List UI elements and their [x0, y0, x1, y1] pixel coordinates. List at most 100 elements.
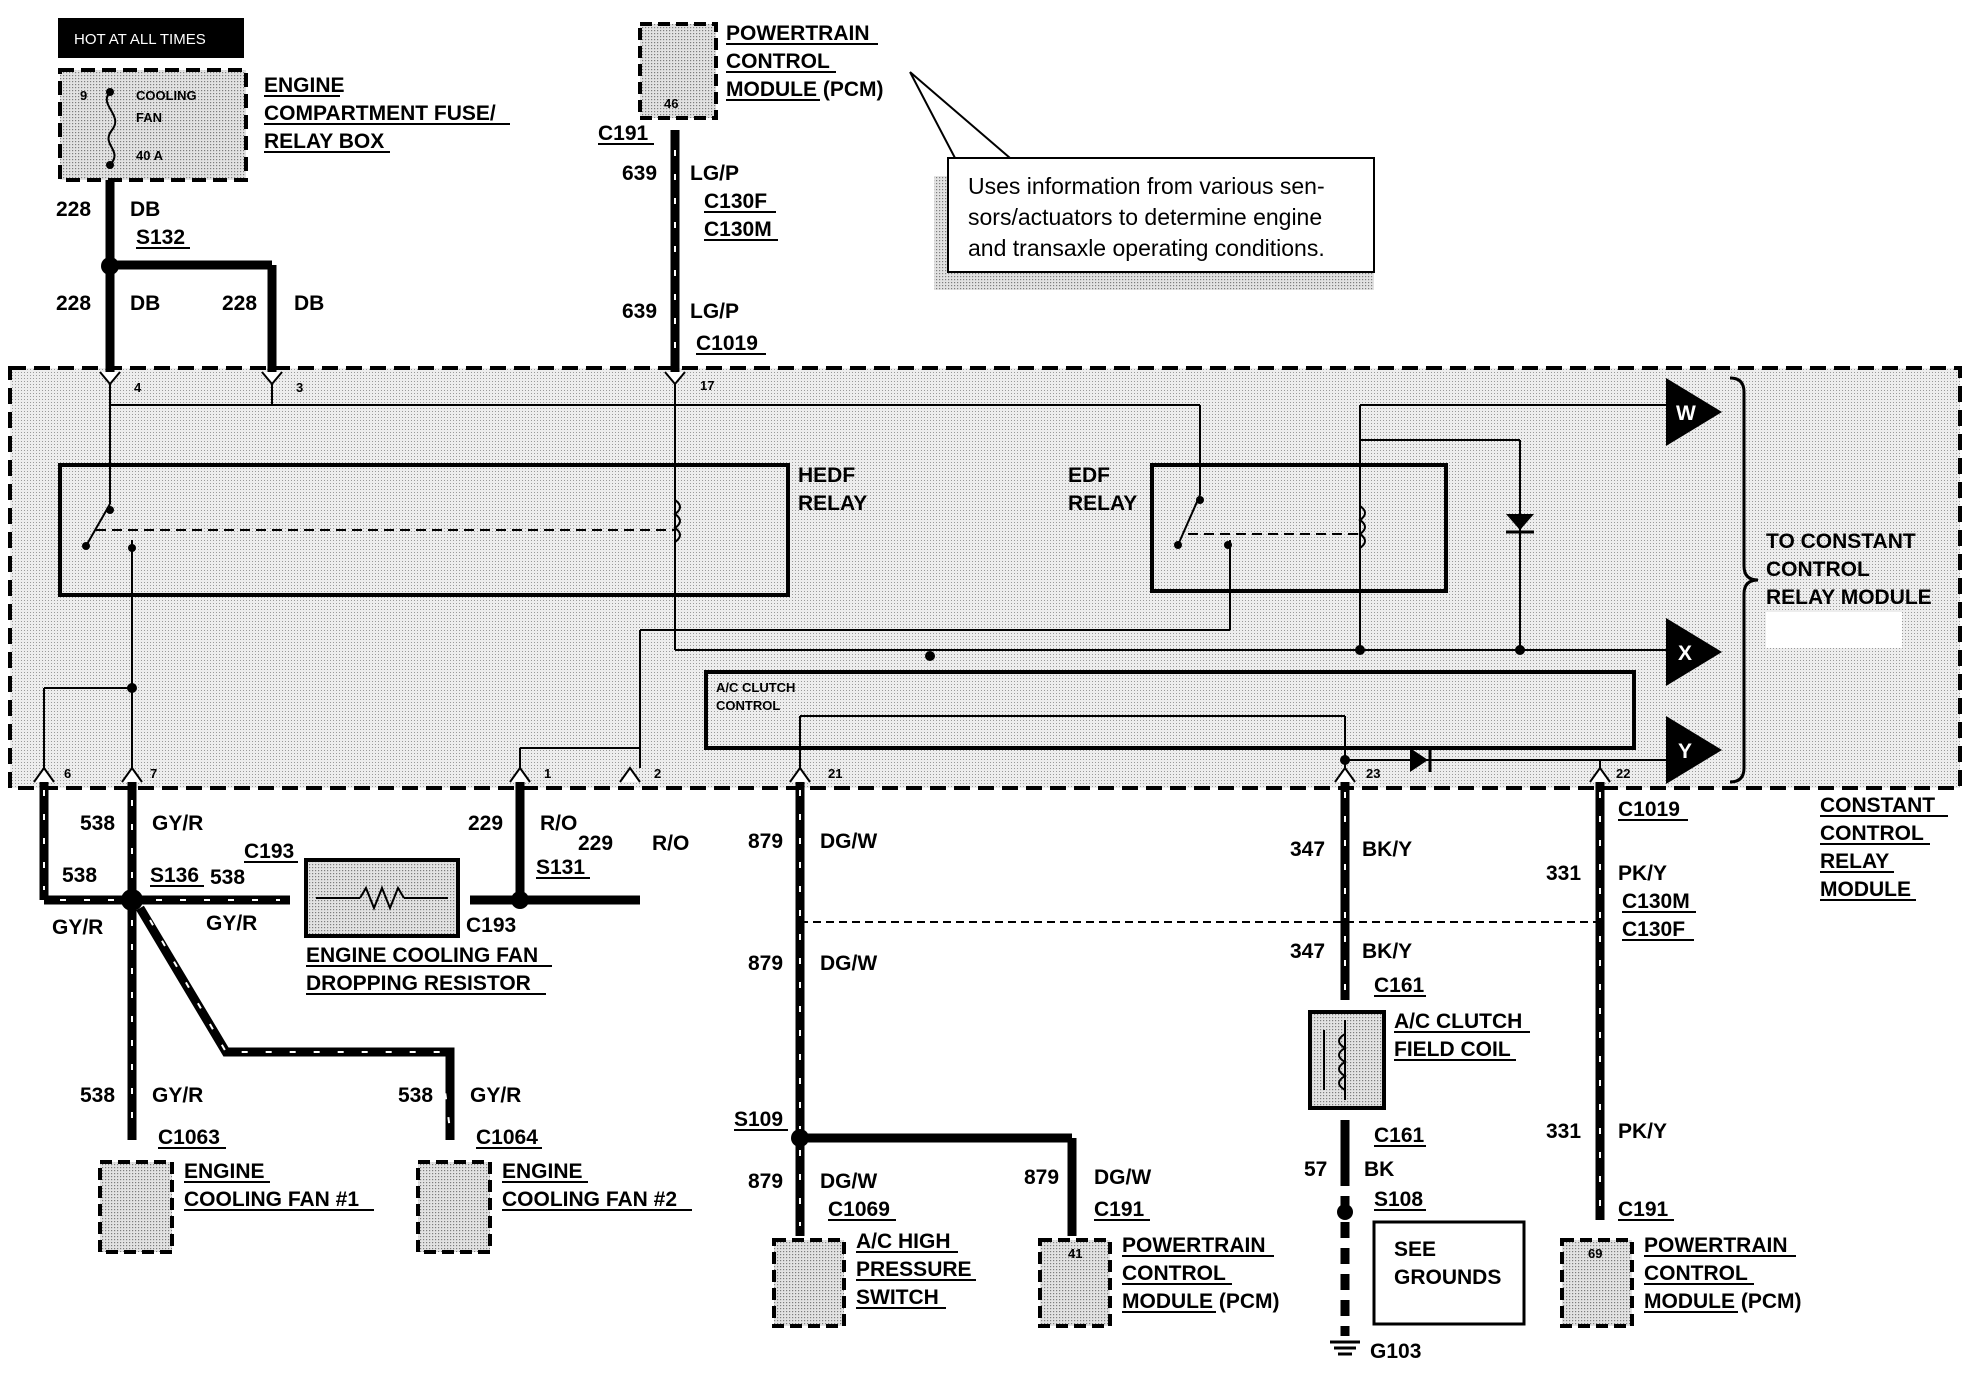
ccrm-bracket	[1729, 376, 1759, 784]
note-line-3: and transaxle operating conditions.	[968, 235, 1325, 261]
w879-b-num: 879	[748, 952, 783, 975]
hedf-label-1: HEDF	[798, 464, 855, 487]
ac-hp-label-2: PRESSURE	[856, 1258, 972, 1281]
w879-a-col: DG/W	[820, 830, 877, 853]
c161-b-label: C161	[1374, 1124, 1425, 1147]
note-pointer	[909, 71, 1013, 159]
see-grounds-label-2: GROUNDS	[1394, 1266, 1501, 1289]
c130f-right-label: C130F	[1622, 918, 1685, 941]
ccrm-label-2: CONTROL	[1820, 822, 1924, 845]
w347-a-num: 347	[1290, 838, 1325, 861]
s131-label: S131	[536, 856, 585, 879]
w228-c-num: 228	[222, 292, 257, 315]
ac-clutch-control-box	[704, 670, 1636, 750]
w538-b-num: 538	[62, 864, 97, 887]
w228-b-col: DB	[130, 292, 160, 315]
pin-4: 4	[134, 380, 142, 395]
hedf-relay-box	[58, 463, 790, 597]
w-label: W	[1676, 402, 1696, 425]
hedf-relay-switch	[85, 499, 681, 547]
pcm-top-box	[638, 22, 718, 120]
s131-splice	[511, 891, 529, 909]
field-coil-icon	[1323, 1020, 1347, 1100]
pin-7: 7	[150, 766, 157, 781]
fan1-label-2: COOLING FAN #1	[184, 1188, 359, 1211]
c130m-right-label: C130M	[1622, 890, 1690, 913]
w228-b-num: 228	[56, 292, 91, 315]
edf-relay-switch	[1177, 494, 1366, 549]
ac-field-coil-box	[1308, 1010, 1386, 1110]
fuse-box-label-1: ENGINE	[264, 74, 345, 97]
w331-b-col: PK/Y	[1618, 1120, 1667, 1143]
w879-a-num: 879	[748, 830, 783, 853]
c1063-label: C1063	[158, 1126, 220, 1149]
c191-pcm41-label: C191	[1094, 1198, 1145, 1221]
w538-a-col: GY/R	[152, 812, 203, 835]
pin-21: 21	[828, 766, 842, 781]
w538-e-num: 538	[398, 1084, 433, 1107]
fuse-number: 9	[80, 88, 87, 103]
w639-b-col: LG/P	[690, 300, 739, 323]
c1064-label: C1064	[476, 1126, 538, 1149]
pcm69-box	[1560, 1238, 1634, 1328]
pcm41-box	[1038, 1238, 1112, 1328]
w879-c-col: DG/W	[820, 1170, 877, 1193]
hedf-label-2: RELAY	[798, 492, 867, 515]
g103-ground-icon	[1330, 1340, 1360, 1356]
y-label: Y	[1678, 740, 1692, 763]
w538-e-col: GY/R	[470, 1084, 521, 1107]
w879-d-col: DG/W	[1094, 1166, 1151, 1189]
pcm69-label-1: POWERTRAIN	[1644, 1234, 1788, 1257]
w228-c-col: DB	[294, 292, 324, 315]
ac-hp-label-1: A/C HIGH	[856, 1230, 951, 1253]
bottom-pin-markers	[33, 766, 1611, 783]
see-grounds-label-1: SEE	[1394, 1238, 1436, 1261]
s136-label: S136	[150, 864, 199, 887]
wxy-triangles	[1666, 378, 1722, 784]
w347-a-col: BK/Y	[1362, 838, 1412, 861]
pin-17: 17	[700, 378, 714, 393]
fuse-box-label-2: COMPARTMENT FUSE/	[264, 102, 496, 125]
pcm-top-label-3: MODULE (PCM)	[726, 78, 883, 101]
edf-relay-box	[1150, 463, 1448, 593]
w879-c-num: 879	[748, 1170, 783, 1193]
hot-at-all-times-banner	[58, 18, 244, 58]
fuse-name-1: COOLING	[136, 88, 197, 103]
cooling-fan-1-box	[98, 1160, 174, 1254]
pin-23: 23	[1366, 766, 1380, 781]
pcm41-label-2: CONTROL	[1122, 1262, 1226, 1285]
ac-hp-label-3: SWITCH	[856, 1286, 939, 1309]
module-internal-wiring	[43, 384, 1680, 768]
s108-label: S108	[1374, 1188, 1423, 1211]
pcm69-label-2: CONTROL	[1644, 1262, 1748, 1285]
diode-icons	[1410, 514, 1534, 772]
w879-b-col: DG/W	[820, 952, 877, 975]
field-coil-label-1: A/C CLUTCH	[1394, 1010, 1522, 1033]
w57-num: 57	[1304, 1158, 1327, 1181]
w879-d-num: 879	[1024, 1166, 1059, 1189]
pin-3: 3	[296, 380, 303, 395]
ac-high-pressure-switch-box	[772, 1238, 846, 1328]
w229-b-col: R/O	[652, 832, 689, 855]
note-line-2: sors/actuators to determine engine	[968, 204, 1322, 230]
to-ccrm-1: TO CONSTANT	[1766, 530, 1916, 553]
fuse-box-label-3: RELAY BOX	[264, 130, 384, 153]
w347-b-num: 347	[1290, 940, 1325, 963]
s132-splice	[101, 257, 119, 275]
fan1-label-1: ENGINE	[184, 1160, 265, 1183]
w347-b-col: BK/Y	[1362, 940, 1412, 963]
db-wires	[105, 180, 277, 372]
fuse-icon	[105, 91, 117, 166]
c1019-right-label: C1019	[1618, 798, 1680, 821]
w331-b-num: 331	[1546, 1120, 1581, 1143]
w538-d-num: 538	[80, 1084, 115, 1107]
w331-a-col: PK/Y	[1618, 862, 1667, 885]
fan2-label-1: ENGINE	[502, 1160, 583, 1183]
w538-a-num: 538	[80, 812, 115, 835]
pin-2: 2	[654, 766, 661, 781]
ccrm-label-1: CONSTANT	[1820, 794, 1935, 817]
w639-a-col: LG/P	[690, 162, 739, 185]
x-label: X	[1678, 642, 1692, 665]
s109-label: S109	[734, 1108, 783, 1131]
